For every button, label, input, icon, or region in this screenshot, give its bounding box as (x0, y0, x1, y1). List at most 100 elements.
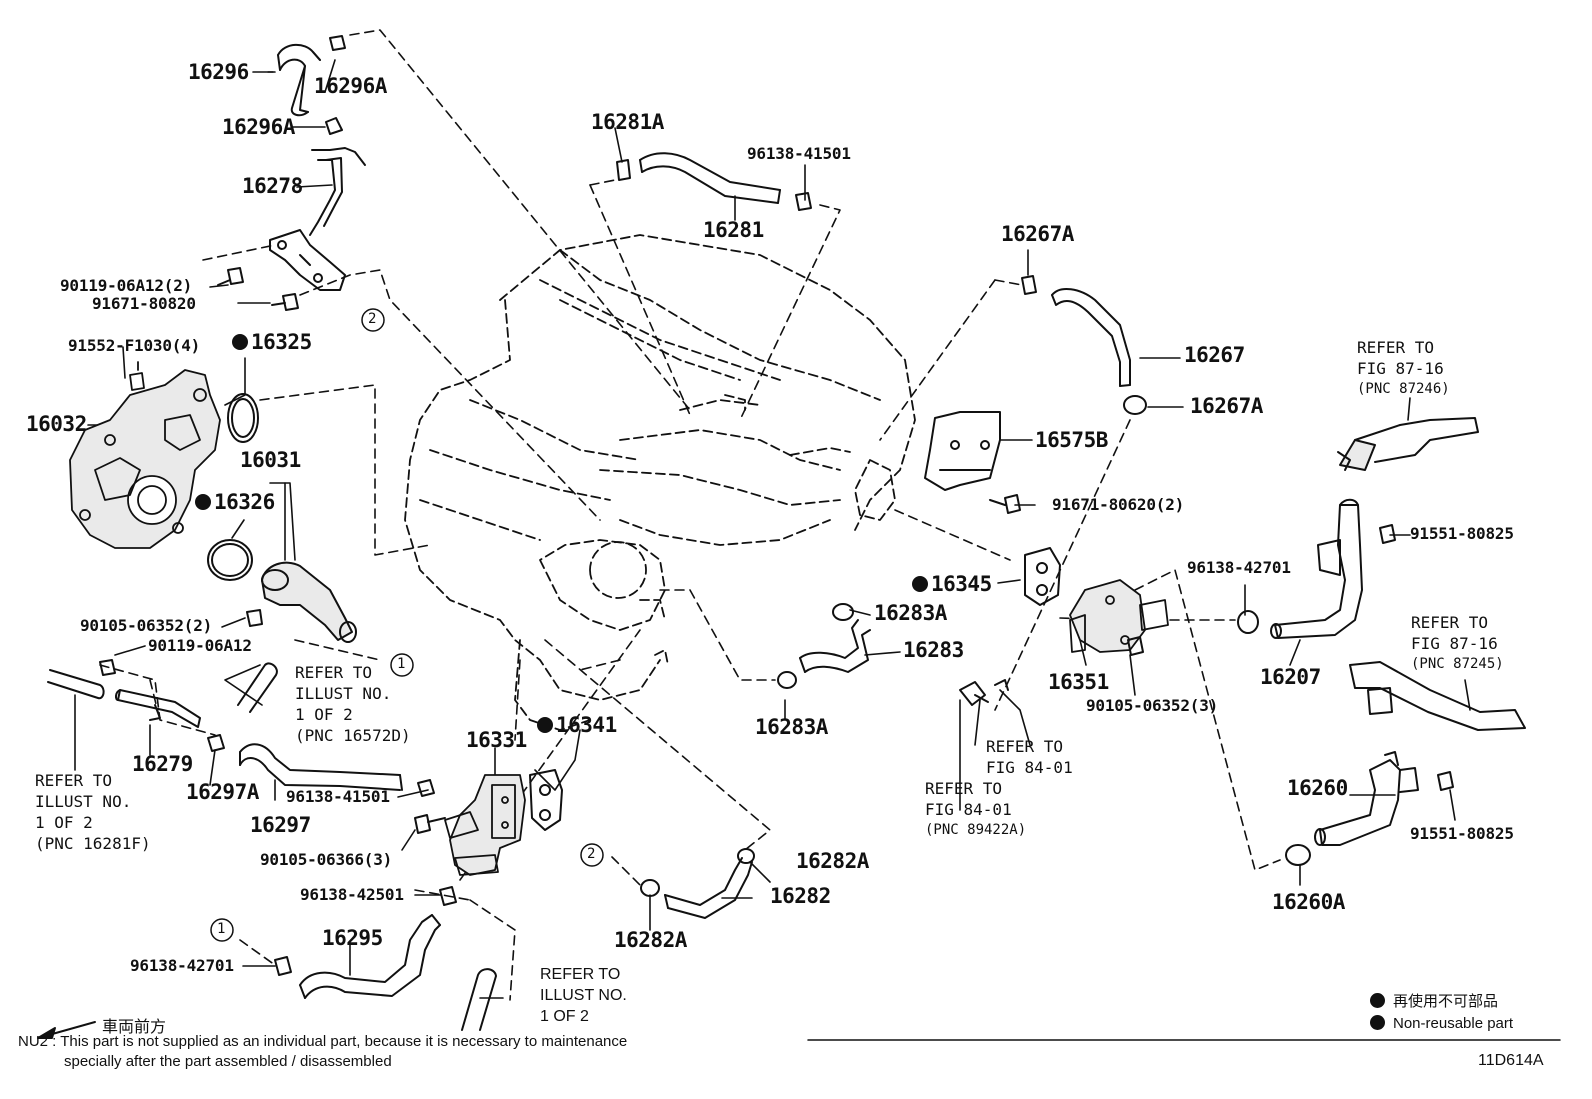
label-91551-80825-top: 91551-80825 (1410, 524, 1514, 543)
ref-note-16572D: REFER TO ILLUST NO. 1 OF 2 (PNC 16572D) (295, 663, 411, 745)
ref-note-87246: REFER TO FIG 87-16 (PNC 87246) (1357, 338, 1450, 397)
label-16351: 16351 (1048, 670, 1109, 694)
label-16326: 16326 (195, 492, 275, 513)
footnote-line-1: NU2 : This part is not supplied as an in… (18, 1033, 628, 1050)
figure-code: 11D614A (1478, 1052, 1544, 1069)
label-90119-06A12: 90119-06A12 (148, 636, 252, 655)
label-90105-06366-3: 90105-06366(3) (260, 850, 393, 869)
callout-2-b: 2 (587, 846, 596, 862)
label-16031: 16031 (240, 448, 301, 472)
bolt-90105-06352-3 (1127, 636, 1144, 656)
label-16260A: 16260A (1272, 890, 1345, 914)
front-arrow (37, 1021, 96, 1039)
hose-16295 (299, 914, 441, 999)
label-16283A-top: 16283A (874, 601, 947, 625)
non-reusable-dot (912, 576, 928, 592)
clamp-16260A (1285, 844, 1311, 866)
o-ring-16326 (207, 539, 253, 581)
label-96138-41501-low: 96138-41501 (286, 787, 390, 806)
clamp-96138-42701-low (274, 956, 292, 976)
bolt-91551-80825-low (1437, 771, 1454, 791)
bolt-91551-80825-top (1379, 524, 1396, 544)
label-16281A: 16281A (591, 110, 664, 134)
label-91671-80820: 91671-80820 (92, 294, 196, 313)
label-16341: 16341 (537, 715, 617, 736)
non-reusable-dot (537, 717, 553, 733)
label-90105-06352-3: 90105-06352(3) (1086, 696, 1219, 715)
label-16297: 16297 (250, 813, 311, 837)
legend-jp: 再使用不可部品 (1370, 990, 1498, 1011)
label-96138-42501: 96138-42501 (300, 885, 404, 904)
clamp-16296A-mid (325, 117, 343, 135)
clamp-16296A-top (329, 35, 346, 51)
label-16345: 16345 (912, 574, 992, 595)
label-16282: 16282 (770, 884, 831, 908)
clamp-16283A-low (777, 671, 797, 689)
label-16282A-low: 16282A (614, 928, 687, 952)
label-16296A-mid: 16296A (222, 115, 295, 139)
bolt-91671-80620 (989, 494, 1021, 514)
label-90119-06A12-2: 90119-06A12(2) (60, 276, 193, 295)
label-16281: 16281 (703, 218, 764, 242)
hose-16283 (799, 619, 871, 673)
vehicle-front-label: 車両前方 (102, 1017, 167, 1036)
gasket-16325 (227, 393, 259, 443)
label-16267A-mid: 16267A (1190, 394, 1263, 418)
label-96138-42701-low: 96138-42701 (130, 956, 234, 975)
label-96138-42701-mid: 96138-42701 (1187, 558, 1291, 577)
non-reusable-dot (232, 334, 248, 350)
gasket-16341 (529, 769, 563, 831)
label-16032: 16032 (26, 412, 87, 436)
label-16297A: 16297A (186, 780, 259, 804)
hose-ref-bottom (461, 968, 497, 1031)
clamp-16282A-top (737, 848, 755, 864)
water-pump-16032 (69, 361, 221, 549)
hose-ref-87246 (1337, 417, 1479, 471)
label-16296: 16296 (188, 60, 249, 84)
ref-note-87245: REFER TO FIG 87-16 (PNC 87245) (1411, 613, 1504, 672)
label-16279: 16279 (132, 752, 193, 776)
label-90105-06352-2: 90105-06352(2) (80, 616, 213, 635)
label-16207: 16207 (1260, 665, 1321, 689)
outlet-16351 (1069, 579, 1169, 653)
bracket-16575B (924, 411, 1001, 491)
inlet-pipe-16031 (246, 561, 357, 643)
hose-ref-87245 (1349, 661, 1526, 731)
clamp-16297A (207, 734, 225, 752)
hose-16297 (239, 743, 403, 791)
label-91671-80620-2: 91671-80620(2) (1052, 495, 1185, 514)
solid-leaders (74, 59, 1471, 999)
label-16295: 16295 (322, 926, 383, 950)
label-16267: 16267 (1184, 343, 1245, 367)
pipe-16260 (1314, 751, 1419, 846)
clamp-96138-41501-low (417, 779, 435, 797)
label-16575B: 16575B (1035, 428, 1108, 452)
label-91551-80825-low: 91551-80825 (1410, 824, 1514, 843)
callout-2-a: 2 (368, 311, 377, 327)
label-91552-F1030-4: 91552-F1030(4) (68, 336, 201, 355)
callout-1-b: 1 (217, 921, 226, 937)
hose-16296 (277, 43, 321, 117)
housing-16331 (444, 774, 526, 876)
label-16296A-top: 16296A (314, 74, 387, 98)
callout-circles (210, 308, 604, 942)
label-96138-41501-top: 96138-41501 (747, 144, 851, 163)
hose-16267 (1051, 288, 1131, 387)
label-16283: 16283 (903, 638, 964, 662)
callout-1-a: 1 (397, 656, 406, 672)
clamp-96138-41501-top (795, 192, 812, 211)
non-reusable-dot (1370, 993, 1385, 1008)
clamp-16282A-low (640, 879, 660, 897)
label-16283A-low: 16283A (755, 715, 828, 739)
clamp-96138-42701-mid (1237, 610, 1259, 634)
clamp-16267A-top (1021, 275, 1037, 295)
hose-ref-16281F (47, 669, 105, 700)
label-16325: 16325 (232, 332, 312, 353)
ref-note-16281F: REFER TO ILLUST NO. 1 OF 2 (PNC 16281F) (35, 771, 151, 853)
bolts-upper-left (217, 267, 299, 311)
non-reusable-dot (1370, 1015, 1385, 1030)
pipe-16207 (1270, 498, 1363, 639)
footnote-line-2: specially after the part assembled / dis… (64, 1053, 392, 1070)
clamp-16267A-mid (1123, 395, 1147, 415)
